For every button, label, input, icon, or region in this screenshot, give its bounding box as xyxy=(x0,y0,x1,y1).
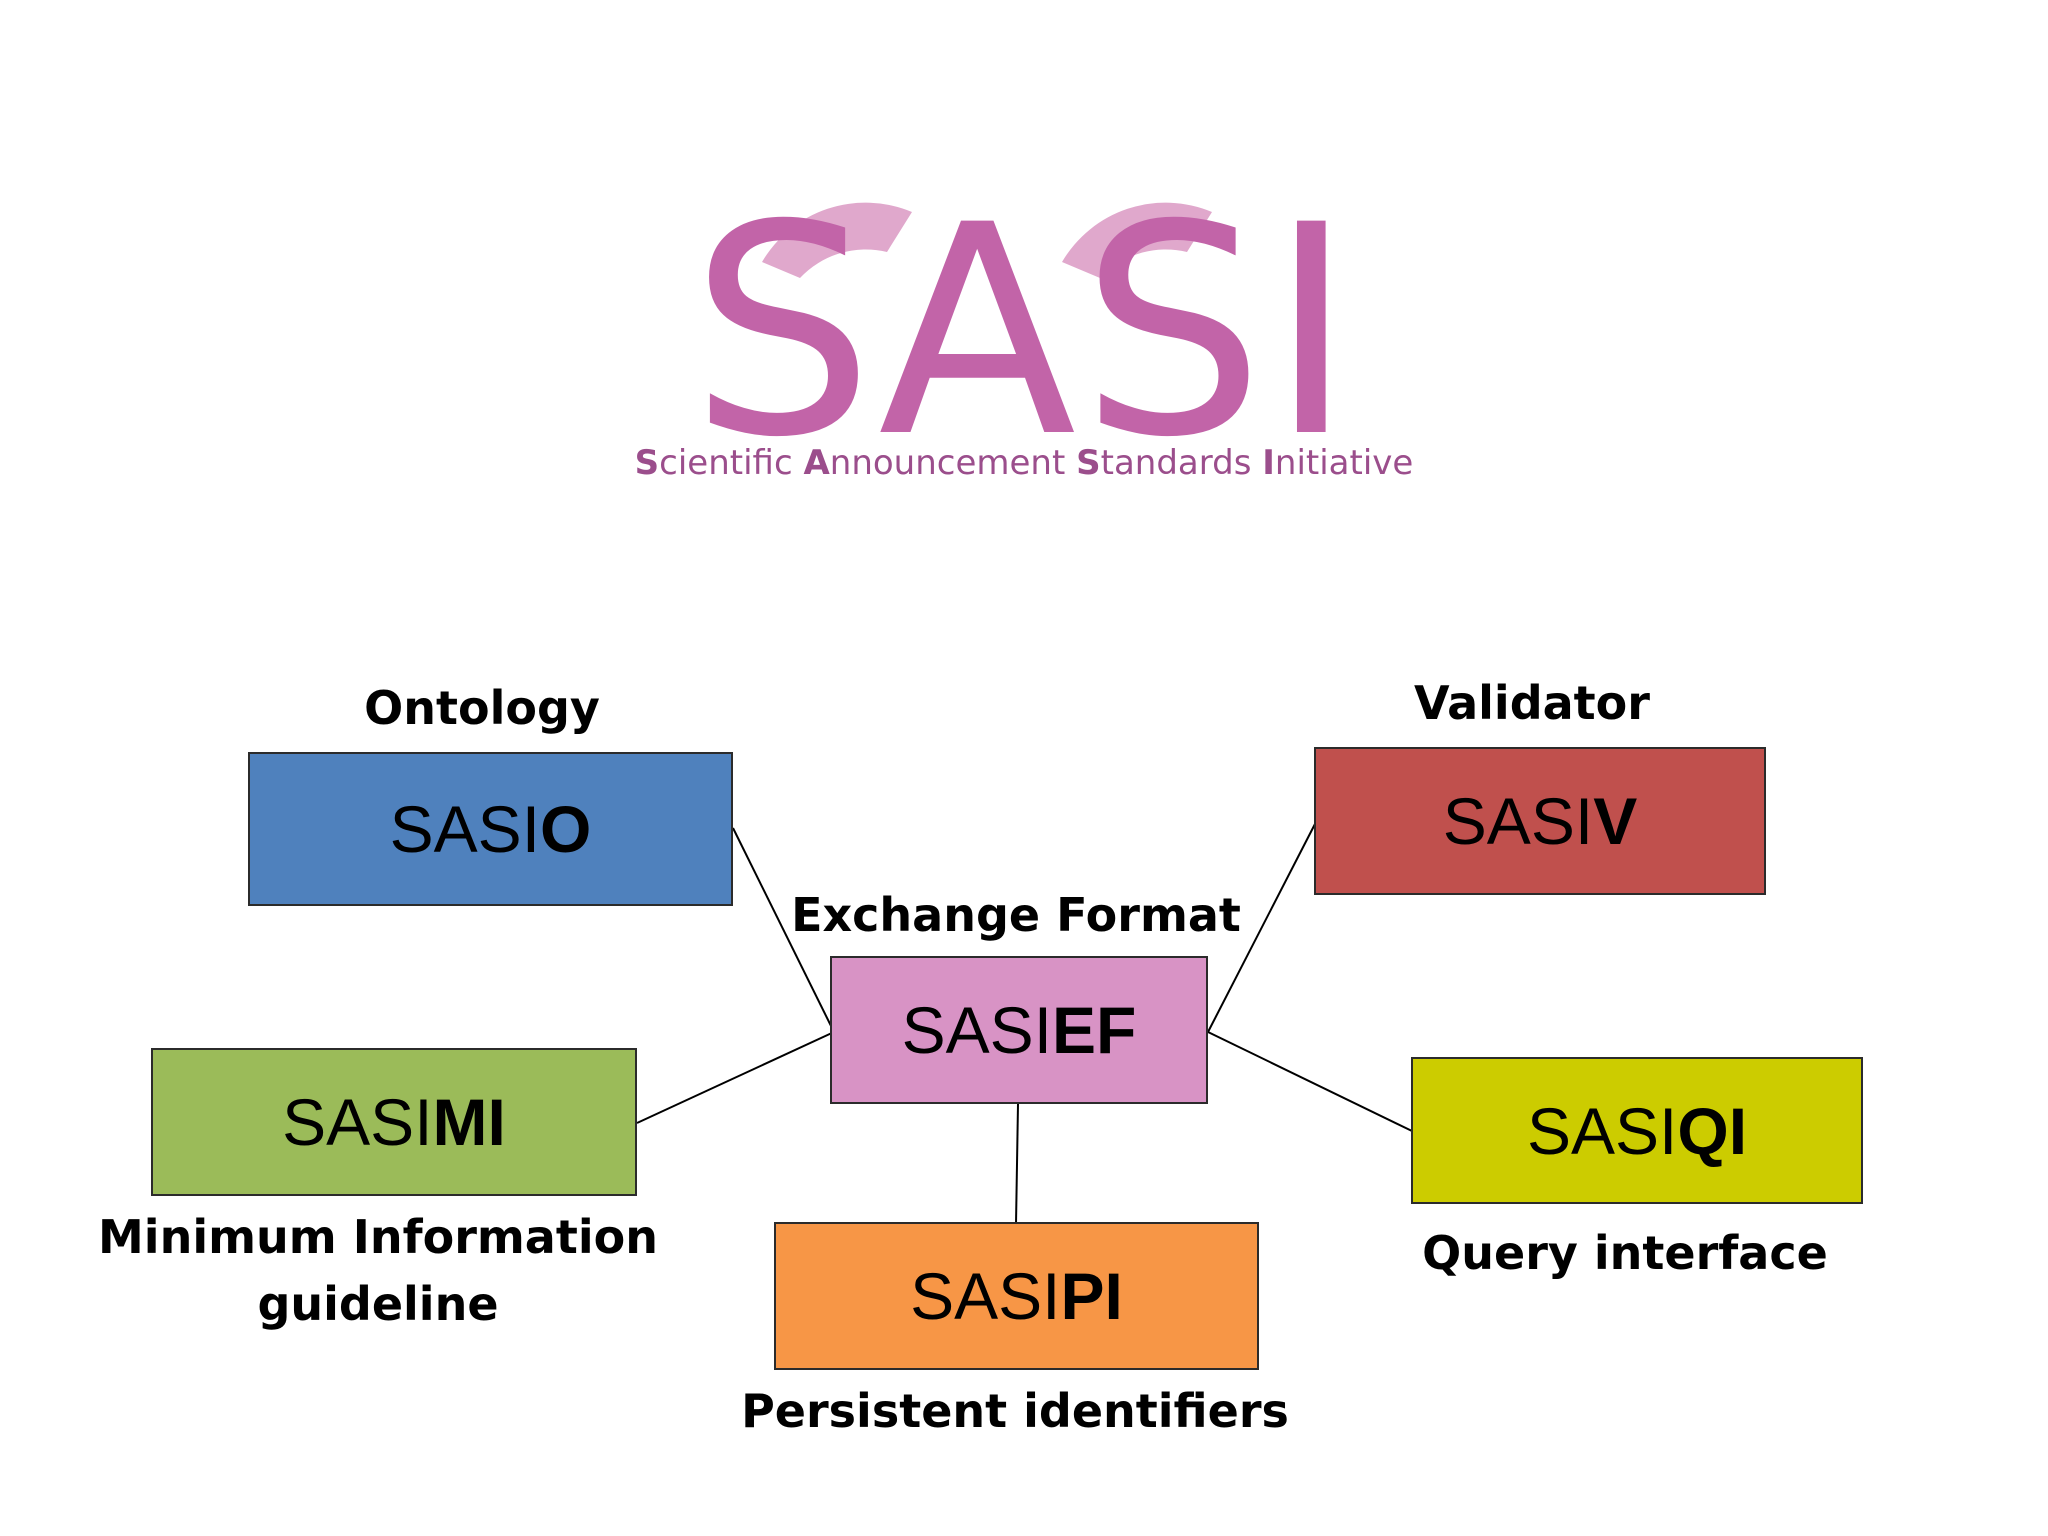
node-prefix: SASI xyxy=(910,1259,1061,1333)
logo-letter: A xyxy=(878,164,1081,501)
tagline-word: nnouncement xyxy=(829,443,1077,483)
tagline-word: tandards xyxy=(1100,443,1263,483)
logo-wordmark: SASI xyxy=(0,188,2048,478)
node-prefix: SASI xyxy=(1526,1093,1678,1168)
label-exchange-format: Exchange Format xyxy=(791,888,1241,942)
connector-exchange-validator xyxy=(1207,821,1317,1033)
connector-exchange-minimum xyxy=(636,1031,835,1124)
node-prefix: SASI xyxy=(282,1085,433,1159)
node-suffix: O xyxy=(540,792,592,866)
node-prefix: SASI xyxy=(389,792,541,866)
logo-letter: S xyxy=(1080,164,1269,501)
node-suffix: QI xyxy=(1677,1093,1748,1168)
tagline-initial: S xyxy=(1076,443,1101,483)
node-suffix: PI xyxy=(1060,1259,1123,1333)
tagline-word: nitiative xyxy=(1274,443,1414,483)
node-suffix: EF xyxy=(1052,993,1137,1067)
logo-arc-left xyxy=(762,202,912,278)
logo-letter: I xyxy=(1268,164,1359,501)
node-prefix: SASI xyxy=(901,993,1053,1067)
connector-exchange-query xyxy=(1207,1031,1413,1132)
label-ontology: Ontology xyxy=(364,681,600,735)
label-query-interface: Query interface xyxy=(1422,1226,1828,1280)
label-validator: Validator xyxy=(1414,676,1650,730)
tagline-initial: S xyxy=(634,443,660,483)
logo-letter: S xyxy=(689,164,879,501)
node-suffix: MI xyxy=(432,1085,506,1159)
tagline-initial: A xyxy=(803,443,830,483)
label-line: guideline xyxy=(257,1276,499,1331)
tagline-word: cientific xyxy=(659,443,804,483)
label-persistent-identifiers: Persistent identifiers xyxy=(741,1384,1289,1438)
node-prefix: SASI xyxy=(1442,784,1594,858)
logo-tagline: Scientific Announcement Standards Initia… xyxy=(0,446,2048,480)
connector-exchange-persistent xyxy=(1015,1103,1019,1225)
logo-arc-right xyxy=(1062,202,1212,278)
connector-exchange-ontology xyxy=(732,827,835,1033)
node-suffix: V xyxy=(1593,784,1638,858)
label-minimum-information: Minimum Information guideline xyxy=(88,1204,668,1337)
label-line: Minimum Information xyxy=(98,1210,658,1264)
tagline-initial: I xyxy=(1262,443,1275,483)
